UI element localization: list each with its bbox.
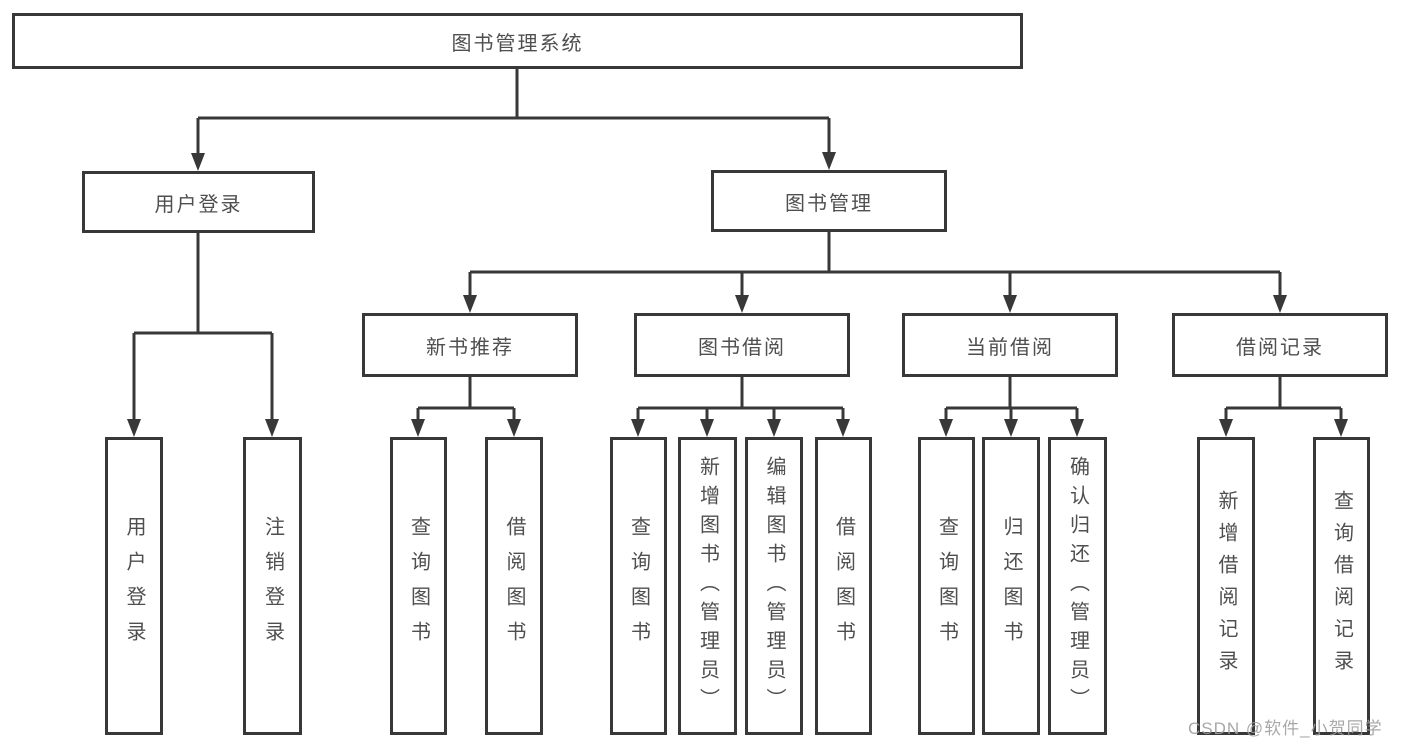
leaf-add-borrow-record-label: 新增借阅记录 — [1215, 490, 1237, 682]
node-root-system: 图书管理系统 — [12, 13, 1023, 69]
node-current-borrow-label: 当前借阅 — [966, 336, 1054, 359]
node-borrow-record: 借阅记录 — [1172, 313, 1388, 377]
leaf-query-books-recommend-label: 查询图书 — [407, 516, 430, 656]
node-user-login-branch: 用户登录 — [82, 171, 315, 233]
node-current-borrow: 当前借阅 — [902, 313, 1118, 377]
leaf-borrow-books: 借阅图书 — [815, 437, 872, 735]
leaf-query-borrow-record-label: 查询借阅记录 — [1330, 490, 1353, 682]
node-new-book-recommend: 新书推荐 — [362, 313, 578, 377]
leaf-add-books-admin-label: 新增图书（管理员） — [696, 455, 719, 717]
leaf-return-books-label: 归还图书 — [1000, 516, 1022, 656]
leaf-confirm-return-admin-label: 确认归还（管理员） — [1066, 455, 1089, 717]
leaf-query-books-recommend: 查询图书 — [390, 437, 447, 735]
leaf-query-borrow-record: 查询借阅记录 — [1313, 437, 1370, 735]
node-user-login-branch-label: 用户登录 — [154, 193, 243, 216]
node-book-management-branch-label: 图书管理 — [785, 192, 873, 215]
leaf-query-books-borrow: 查询图书 — [610, 437, 667, 735]
node-book-borrow-label: 图书借阅 — [698, 336, 786, 359]
leaf-borrow-books-recommend-label: 借阅图书 — [503, 516, 525, 656]
leaf-add-books-admin: 新增图书（管理员） — [678, 437, 737, 735]
leaf-user-login: 用户登录 — [105, 437, 163, 735]
leaf-borrow-books-label: 借阅图书 — [832, 516, 855, 656]
leaf-query-books-current-label: 查询图书 — [935, 516, 958, 656]
node-new-book-recommend-label: 新书推荐 — [426, 336, 514, 359]
leaf-query-books-borrow-label: 查询图书 — [627, 516, 650, 656]
leaf-return-books: 归还图书 — [982, 437, 1040, 735]
leaf-query-books-current: 查询图书 — [918, 437, 975, 735]
node-borrow-record-label: 借阅记录 — [1236, 336, 1324, 359]
node-root-label: 图书管理系统 — [451, 32, 584, 55]
leaf-logout-label: 注销登录 — [261, 516, 284, 656]
leaf-add-borrow-record: 新增借阅记录 — [1197, 437, 1255, 735]
csdn-watermark: CSDN @软件_小贺同学 — [1188, 719, 1383, 738]
leaf-logout: 注销登录 — [243, 437, 302, 735]
leaf-confirm-return-admin: 确认归还（管理员） — [1048, 437, 1107, 735]
node-book-borrow: 图书借阅 — [634, 313, 850, 377]
leaf-edit-books-admin-label: 编辑图书（管理员） — [763, 455, 785, 717]
leaf-borrow-books-recommend: 借阅图书 — [485, 437, 543, 735]
leaf-edit-books-admin: 编辑图书（管理员） — [745, 437, 803, 735]
node-book-management-branch: 图书管理 — [711, 170, 947, 232]
leaf-user-login-label: 用户登录 — [123, 516, 145, 656]
